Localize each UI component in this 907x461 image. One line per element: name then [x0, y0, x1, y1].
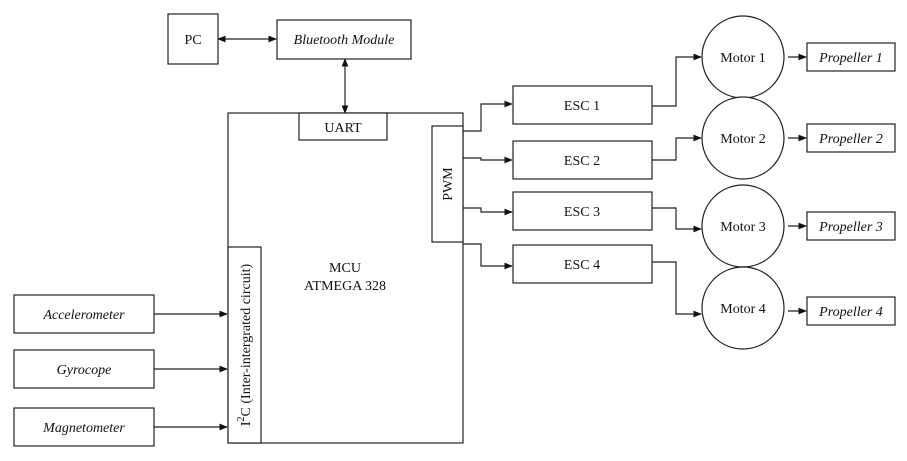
propeller-4-label: Propeller 4 — [818, 305, 883, 320]
mcu-model-label: ATMEGA 328 — [304, 279, 386, 294]
uart-block: UART — [298, 112, 388, 141]
motor-3-label: Motor 3 — [720, 220, 766, 235]
esc-4-label: ESC 4 — [564, 258, 600, 273]
i2c-label: I2C (Inter-intergrated circuit) — [236, 264, 254, 427]
propeller-1-label: Propeller 1 — [818, 51, 883, 66]
connections — [154, 35, 807, 431]
esc-4-block: ESC 4 — [512, 244, 653, 284]
motor-1-block: Motor 1 — [701, 15, 785, 99]
esc4-motor4-link — [652, 261, 702, 318]
bluetooth-module-label: Bluetooth Module — [294, 33, 395, 48]
gyroscope-label: Gyrocope — [57, 363, 112, 378]
pwm-esc1-link — [462, 100, 513, 132]
mcu-block: MCU ATMEGA 328 — [227, 112, 464, 444]
pc-block: PC — [167, 13, 219, 65]
i2c-superscript: 2 — [236, 416, 247, 421]
esc2-motor2-link — [652, 134, 702, 161]
propeller-3-block: Propeller 3 — [806, 211, 896, 241]
esc1-motor1-link — [652, 53, 702, 107]
motor-2-label: Motor 2 — [720, 132, 766, 147]
propeller-3-label: Propeller 3 — [818, 220, 883, 235]
pc-label: PC — [184, 33, 201, 48]
propeller-2-label: Propeller 2 — [818, 132, 883, 147]
i2c-block: I2C (Inter-intergrated circuit) — [227, 246, 262, 444]
esc-2-label: ESC 2 — [564, 154, 600, 169]
esc3-motor3-link — [652, 207, 702, 233]
pwm-esc2-link — [462, 156, 513, 164]
bluetooth-module-block: Bluetooth Module — [276, 19, 412, 60]
magnetometer-block: Magnetometer — [13, 407, 155, 447]
motor-3-block: Motor 3 — [701, 184, 785, 268]
mcu-label: MCU — [329, 261, 361, 276]
gyroscope-block: Gyrocope — [13, 349, 155, 389]
motor-2-block: Motor 2 — [701, 96, 785, 180]
propeller-4-block: Propeller 4 — [806, 296, 896, 326]
pwm-esc4-link — [462, 243, 513, 270]
accelerometer-block: Accelerometer — [13, 294, 155, 334]
i2c-description: C (Inter-intergrated circuit) — [239, 264, 254, 417]
uart-label: UART — [324, 121, 362, 136]
i2c-prefix: I — [239, 421, 254, 426]
motor-4-block: Motor 4 — [701, 266, 785, 350]
esc-3-block: ESC 3 — [512, 191, 653, 231]
magnetometer-label: Magnetometer — [42, 421, 125, 436]
esc-1-block: ESC 1 — [512, 85, 653, 125]
pwm-esc3-link — [462, 207, 513, 216]
accelerometer-label: Accelerometer — [42, 308, 125, 323]
motor-1-label: Motor 1 — [720, 51, 766, 66]
pwm-block: PWM — [431, 125, 464, 243]
propeller-2-block: Propeller 2 — [806, 123, 896, 153]
propeller-1-block: Propeller 1 — [806, 42, 896, 72]
esc-1-label: ESC 1 — [564, 99, 600, 114]
pwm-label: PWM — [441, 167, 456, 201]
motor-4-label: Motor 4 — [720, 302, 766, 317]
esc-3-label: ESC 3 — [564, 205, 600, 220]
esc-2-block: ESC 2 — [512, 140, 653, 180]
